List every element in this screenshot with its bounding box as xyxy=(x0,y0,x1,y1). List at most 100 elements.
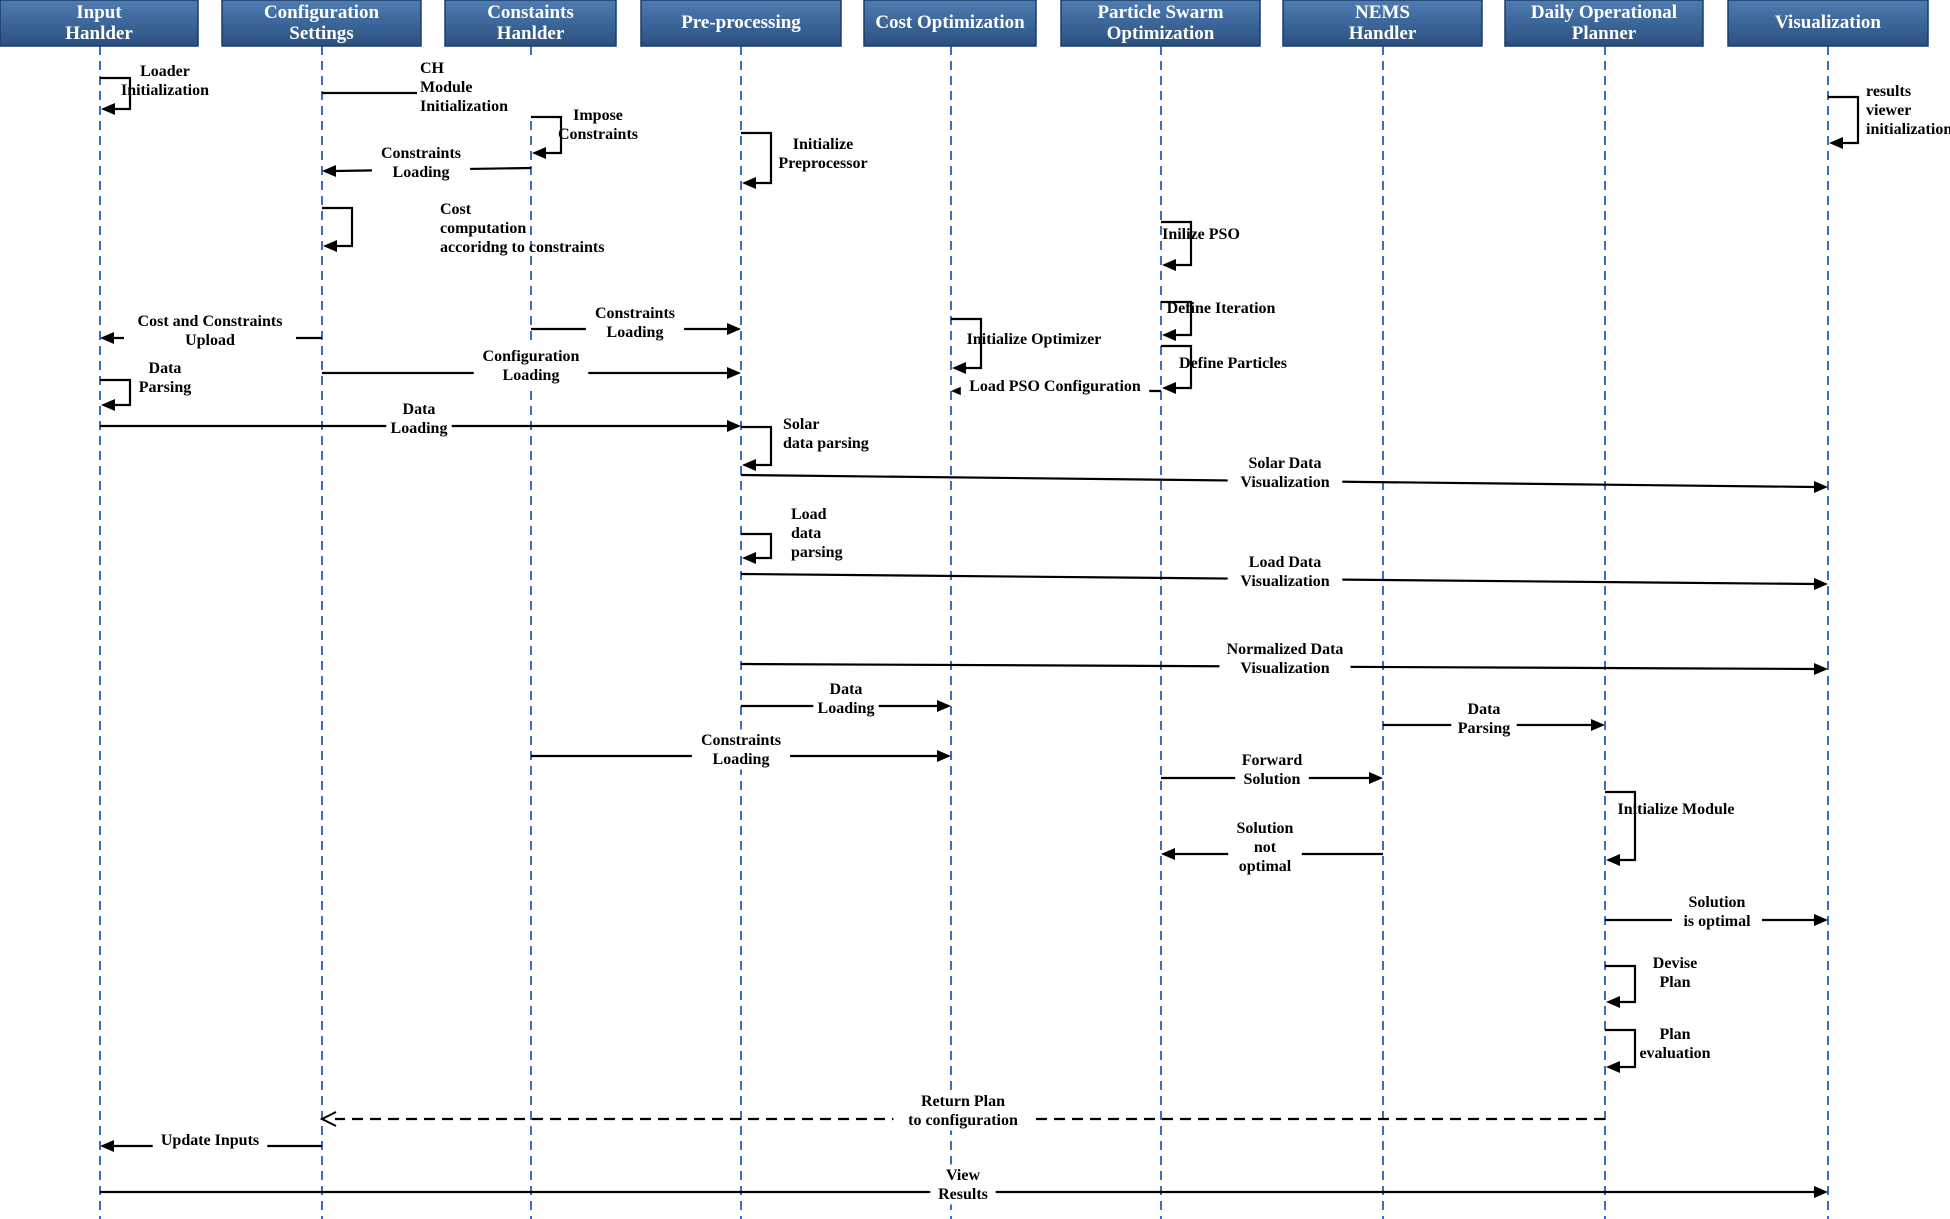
message-label: Inilize PSO xyxy=(1162,226,1240,243)
arrowhead xyxy=(742,459,756,471)
participant-label: NEMS xyxy=(1355,2,1410,23)
arrowhead xyxy=(322,165,336,177)
message-label: evaluation xyxy=(1639,1045,1710,1062)
participant-box-dop xyxy=(1504,0,1704,47)
arrowhead xyxy=(1606,854,1620,866)
label-background xyxy=(473,345,589,386)
arrowhead xyxy=(1606,996,1620,1008)
message-label: Data xyxy=(1468,701,1501,718)
participant-box-cs xyxy=(221,0,422,47)
message-load-pso-configuration: Load PSO Configuration xyxy=(951,375,1161,397)
message-label: Module xyxy=(420,79,472,96)
message-label: Preprocessor xyxy=(778,155,867,172)
arrowhead xyxy=(1814,663,1828,675)
participant-label: Handler xyxy=(1349,23,1417,44)
arrowhead xyxy=(319,1111,337,1127)
message-label: Upload xyxy=(185,332,235,349)
arrowhead xyxy=(101,103,115,115)
label-background xyxy=(386,398,452,439)
message-label: Plan xyxy=(1659,1026,1690,1043)
participant-box-pp xyxy=(640,0,842,47)
message-label: Plan xyxy=(1659,974,1690,991)
participant-label: Planner xyxy=(1572,23,1637,44)
participant-vis: Visualization xyxy=(1727,0,1929,47)
self-message-line xyxy=(531,115,563,155)
message-label: Initialization xyxy=(420,98,508,115)
message-label: Visualization xyxy=(1240,573,1329,590)
arrowhead xyxy=(937,750,951,762)
label-background xyxy=(1228,817,1302,877)
participant-label: Particle Swarm xyxy=(1097,2,1223,23)
lifelines xyxy=(99,46,1829,1219)
arrowhead xyxy=(952,362,966,374)
arrowhead xyxy=(323,240,337,252)
participant-label: Input xyxy=(76,2,122,23)
participant-box-ch xyxy=(444,0,617,47)
message-label: Data xyxy=(830,681,863,698)
message-label: Constraints xyxy=(381,145,461,162)
message-label: Forward xyxy=(1242,752,1303,769)
message-label: View xyxy=(946,1167,981,1184)
message-label: Devise xyxy=(1653,955,1697,972)
arrowhead xyxy=(1814,914,1828,926)
message-label: Loading xyxy=(391,420,448,437)
message-label: Loading xyxy=(393,164,450,181)
label-background xyxy=(152,1129,268,1151)
self-message-line xyxy=(1605,790,1637,862)
arrowhead xyxy=(100,332,114,344)
label-background xyxy=(1451,698,1517,739)
participant-label: Settings xyxy=(289,23,353,44)
message-label: Visualization xyxy=(1240,660,1329,677)
message-label: results xyxy=(1866,83,1911,100)
arrowhead xyxy=(1814,1186,1828,1198)
participant-box-pso xyxy=(1060,0,1261,47)
participant-label: Hanlder xyxy=(65,23,133,44)
message-label: Impose xyxy=(573,107,623,124)
message-label: Constraints xyxy=(701,732,781,749)
self-message-line xyxy=(1605,1028,1637,1069)
label-background xyxy=(691,729,791,770)
message-inilize-pso: Inilize PSO xyxy=(1161,220,1240,271)
label-background xyxy=(1235,749,1309,790)
participant-label: Pre-processing xyxy=(681,12,801,33)
label-background xyxy=(960,375,1150,397)
self-message-line xyxy=(951,317,983,370)
participant-label: Constaints xyxy=(487,2,574,23)
message-label: Parsing xyxy=(1458,720,1510,737)
message-label: Initialize Module xyxy=(1618,801,1735,818)
participant-box-ih xyxy=(0,0,199,47)
self-message-line xyxy=(1605,964,1637,1004)
message-label: Data xyxy=(403,401,436,418)
label-background xyxy=(417,57,540,117)
self-message-line xyxy=(1161,220,1193,267)
message-label: Cost and Constraints xyxy=(138,313,283,330)
arrowhead xyxy=(727,367,741,379)
message-plan-evaluation: Plan evaluation xyxy=(1605,1026,1711,1073)
arrowhead xyxy=(742,177,756,189)
label-background xyxy=(1672,891,1762,932)
message-label: not xyxy=(1254,839,1277,856)
message-label: Return Plan xyxy=(921,1093,1005,1110)
